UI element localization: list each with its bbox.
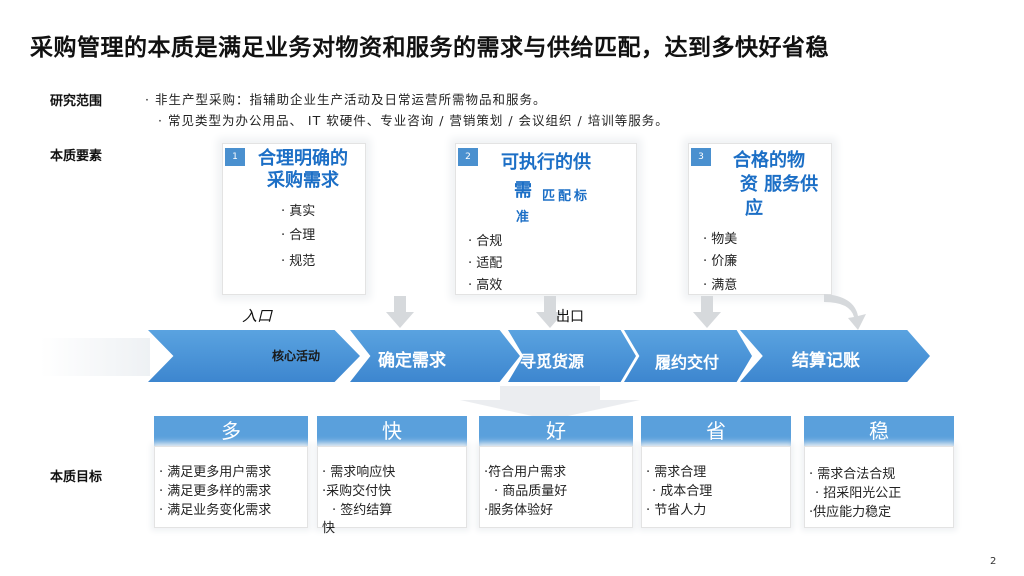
flow-step-label: 确定需求 <box>378 351 446 371</box>
card-title-line-1: 合格的物 <box>733 150 805 171</box>
scope-line-1: · 非生产型采购：指辅助企业生产活动及日常运营所需物品和服务。 <box>145 92 547 107</box>
goal-item: 快 <box>322 521 336 536</box>
card-title-line-2: 资 服务供 <box>739 174 819 195</box>
goal-item: · 满足更多用户需求 <box>159 465 272 480</box>
goal-item: · 满足业务变化需求 <box>159 503 272 518</box>
curved-arrow-icon <box>824 294 866 330</box>
goal-item: ·符合用户需求 <box>484 465 567 480</box>
page-number: 2 <box>990 556 997 567</box>
card-number-badge: 2 <box>458 148 478 166</box>
flow-step-chevron <box>350 330 520 382</box>
card-item: · 高效 <box>468 278 503 293</box>
goal-header: 好 <box>479 416 633 446</box>
goal-item: ·服务体验好 <box>484 503 554 518</box>
flow-step-label: 履约交付 <box>655 353 720 372</box>
goal-item: · 需求合法合规 <box>809 467 896 482</box>
goal-box: · 满足更多用户需求 · 满足更多样的需求 · 满足业务变化需求 <box>154 446 308 528</box>
flow-step-chevron <box>624 330 752 382</box>
entry-label: 入口 <box>242 307 273 325</box>
down-arrow-icon <box>693 296 721 328</box>
goals-label: 本质目标 <box>50 470 103 485</box>
goal-item: · 需求合理 <box>646 465 707 480</box>
goal-box: ·符合用户需求 · 商品质量好 ·服务体验好 <box>479 446 633 528</box>
flow-step-label: 寻觅货源 <box>520 352 585 371</box>
goal-item: ·采购交付快 <box>322 484 392 499</box>
exit-label: 出口 <box>556 309 584 325</box>
card-number-badge: 1 <box>225 148 245 166</box>
elements-label: 本质要素 <box>50 149 103 164</box>
card-item: · 规范 <box>281 254 316 269</box>
card-title-line-3: 准 <box>516 210 530 225</box>
element-card-1: 1 合理明确的 采购需求 · 真实 · 合理 · 规范 <box>222 143 366 295</box>
card-title-line-3: 应 <box>745 198 763 219</box>
goal-item: · 招采阳光公正 <box>815 486 902 501</box>
card-item: · 真实 <box>281 204 316 219</box>
goal-item: · 成本合理 <box>652 484 713 499</box>
card-item: · 价廉 <box>703 254 738 269</box>
goal-item: · 满足更多样的需求 <box>159 484 272 499</box>
goal-box: · 需求合理 · 成本合理 · 节省人力 <box>641 446 791 528</box>
goal-item: · 节省人力 <box>646 503 707 518</box>
card-title-small: 匹配标 <box>542 189 591 204</box>
card-item: · 合规 <box>468 234 503 249</box>
element-card-2: 2 可执行的供 需 匹配标 准 · 合规 · 适配 · 高效 <box>455 143 637 295</box>
goal-item: · 商品质量好 <box>494 484 568 499</box>
goal-box: · 需求响应快 ·采购交付快 · 签约结算 快 <box>317 446 467 536</box>
card-item: · 适配 <box>468 256 503 271</box>
goal-box: · 需求合法合规 · 招采阳光公正 ·供应能力稳定 <box>804 446 954 528</box>
card-item: · 合理 <box>281 228 316 243</box>
flow-core-chevron <box>148 330 360 382</box>
card-title-line-2: 采购需求 <box>267 170 339 191</box>
down-arrow-icon <box>536 296 564 328</box>
goal-header: 稳 <box>804 416 954 446</box>
card-title-line-1: 可执行的供 <box>501 152 591 173</box>
goal-item: · 签约结算 <box>332 503 393 518</box>
element-card-3: 3 合格的物 资 服务供 应 · 物美 · 价廉 · 满意 <box>688 143 832 295</box>
flow-step-chevron <box>740 330 930 382</box>
card-title-line-1: 合理明确的 <box>258 148 348 169</box>
card-title-line-2: 需 <box>514 180 532 201</box>
scope-line-2: · 常见类型为办公用品、 IT 软硬件、专业咨询 / 营销策划 / 会议组织 /… <box>158 113 669 128</box>
flow-step-label: 结算记账 <box>792 351 860 371</box>
card-item: · 物美 <box>703 232 738 247</box>
goal-header: 多 <box>154 416 308 446</box>
card-item: · 满意 <box>703 278 738 293</box>
goal-item: · 需求响应快 <box>322 465 396 480</box>
goal-item: ·供应能力稳定 <box>809 505 892 520</box>
flow-fade <box>40 338 150 376</box>
down-arrow-icon <box>460 386 640 420</box>
card-number-badge: 3 <box>691 148 711 166</box>
down-arrow-icon <box>386 296 414 328</box>
scope-label: 研究范围 <box>50 94 103 109</box>
flow-step-chevron <box>508 330 636 382</box>
goal-header: 省 <box>641 416 791 446</box>
page-title: 采购管理的本质是满足业务对物资和服务的需求与供给匹配，达到多快好省稳 <box>30 35 829 61</box>
goal-header: 快 <box>317 416 467 446</box>
core-activity-label: 核心活动 <box>272 349 321 363</box>
